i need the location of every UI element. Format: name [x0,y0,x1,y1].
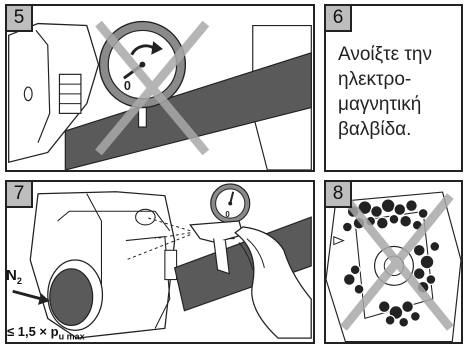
step-7-panel: 7 0 [5,180,315,344]
instruction-line: βαλβίδα. [338,117,453,142]
instruction-line: μαγνητική [338,92,453,117]
max-pressure-label: ≤ 1,5 × pu max [7,324,85,342]
nitrogen-label: N2 [6,267,22,286]
instruction-line: Ανοίξτε την [338,42,453,67]
step-7-number: 7 [7,182,33,208]
gas-flow-arrow [13,291,42,299]
gauge-zero-label: 0 [225,210,230,219]
step-5-panel: 5 0 [5,4,315,172]
step-5-number: 5 [7,6,33,32]
step-8-number: 8 [326,182,352,208]
gauge-zero-label: 0 [124,79,131,93]
step-6-number: 6 [326,6,352,32]
step-6-instruction: Ανοίξτε την ηλεκτρο- μαγνητική βαλβίδα. [338,42,453,142]
step-8-panel: 8 [324,180,463,344]
step-6-panel: 6 Ανοίξτε την ηλεκτρο- μαγνητική βαλβίδα… [324,4,463,172]
instruction-line: ηλεκτρο- [338,67,453,92]
step-7-illustration: 0 [7,182,313,342]
step-5-illustration: 0 [7,6,313,170]
inlet-cap [50,269,93,326]
